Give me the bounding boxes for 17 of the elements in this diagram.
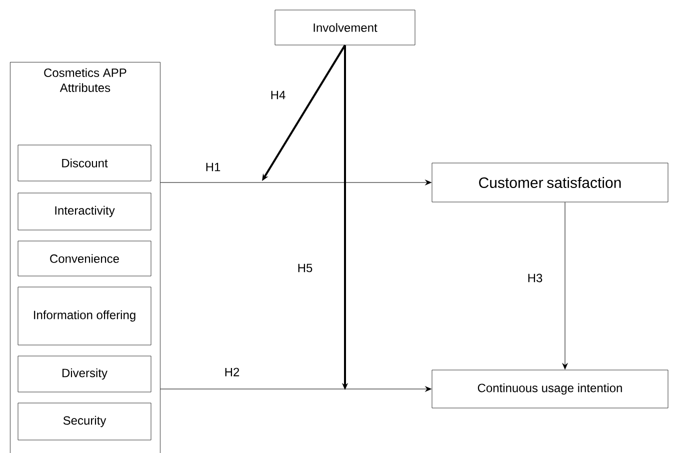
attribute-box: Information offering	[18, 286, 152, 346]
attribute-box: Security	[18, 402, 152, 440]
attribute-box: Discount	[18, 144, 152, 182]
edge-label: H4	[269, 90, 287, 100]
attribute-box: Interactivity	[18, 192, 152, 230]
outcome-box: Customer satisfaction	[432, 162, 668, 202]
attribute-box: Diversity	[18, 356, 152, 392]
outcome-box: Continuous usage intention	[432, 370, 668, 408]
edge-label: H2	[223, 366, 241, 378]
arrow	[160, 386, 432, 392]
edge-label: H5	[296, 262, 314, 274]
edge-label: H1	[204, 162, 222, 172]
arrow	[160, 180, 432, 186]
arrow	[562, 202, 568, 370]
edge-label: H3	[526, 272, 544, 284]
factor-box: Involvement	[274, 10, 416, 46]
attribute-box: Convenience	[18, 240, 152, 276]
